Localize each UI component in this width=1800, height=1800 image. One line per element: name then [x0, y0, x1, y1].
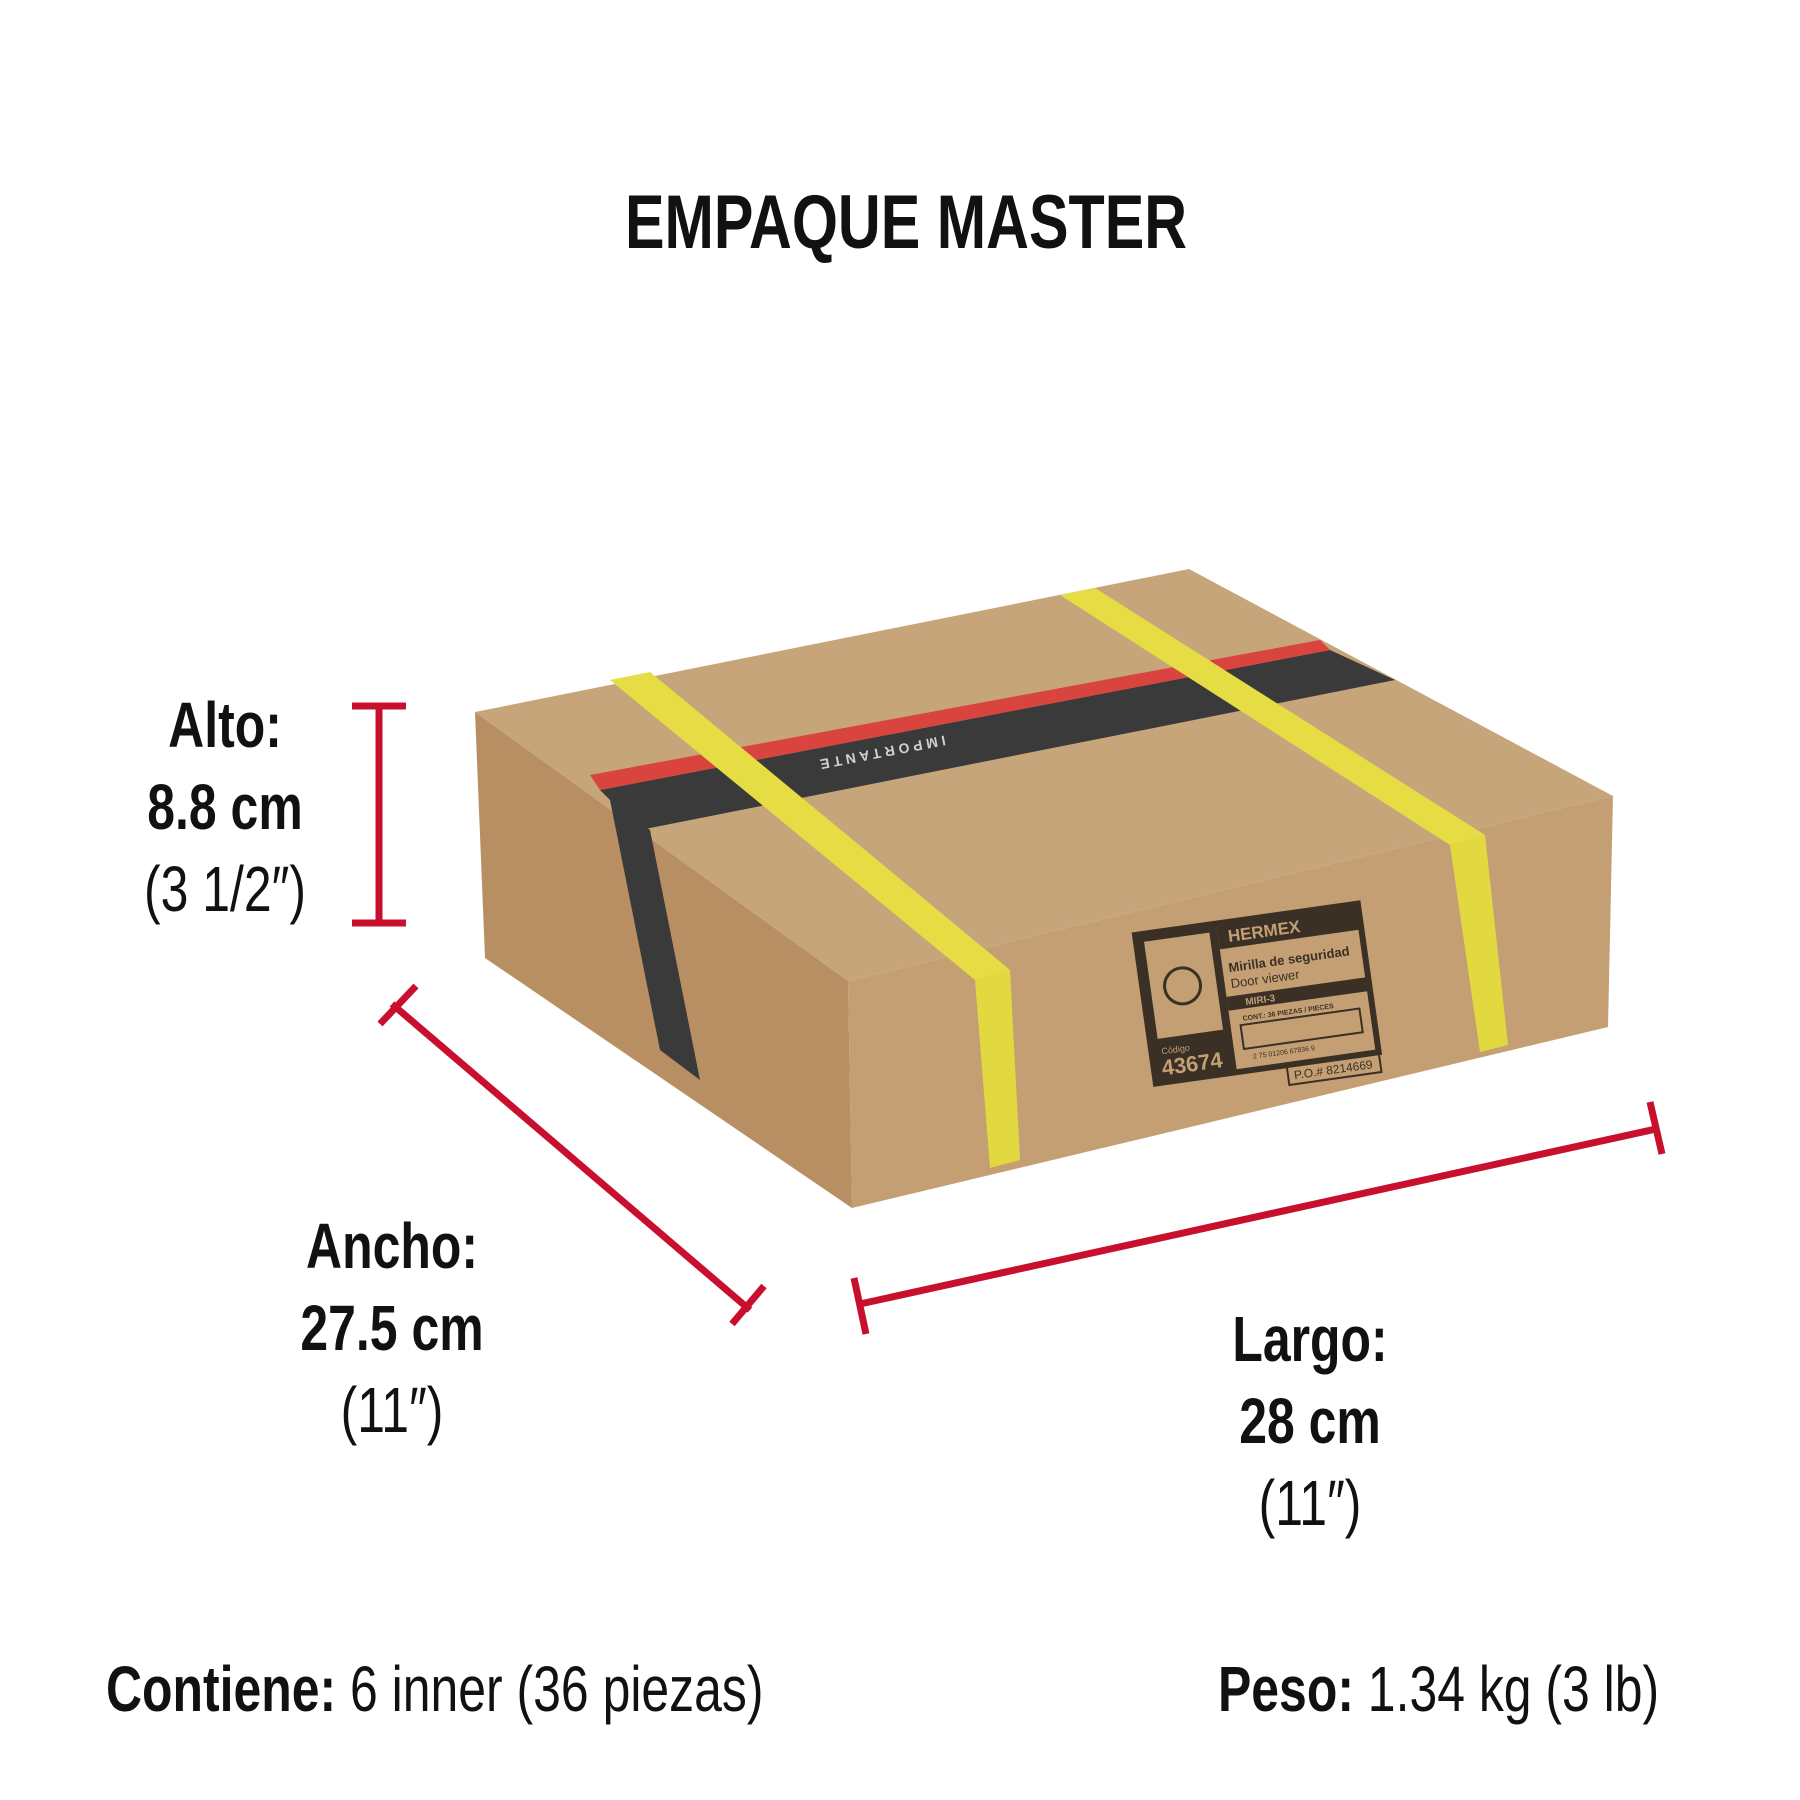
- width-label: Ancho:: [306, 1210, 478, 1282]
- contents-info: Contiene: 6 inner (36 piezas): [106, 1652, 763, 1726]
- contents-label: Contiene:: [106, 1653, 337, 1725]
- width-line: [389, 1001, 753, 1313]
- width-metric: 27.5 cm: [300, 1292, 484, 1364]
- door-viewer-icon: [1163, 966, 1203, 1006]
- packing-tape-side: [610, 800, 700, 1080]
- length-metric: 28 cm: [1239, 1385, 1381, 1457]
- weight-value: 1.34 kg (3 lb): [1367, 1653, 1660, 1725]
- length-dimension: Largo: 28 cm (11″): [1232, 1307, 1387, 1553]
- width-imperial: (11″): [340, 1374, 444, 1446]
- contents-value: 6 inner (36 piezas): [350, 1653, 764, 1725]
- code-label: Código: [1161, 1043, 1191, 1057]
- strap: [610, 672, 1010, 980]
- barcode: [1239, 1007, 1364, 1051]
- length-line: [859, 1125, 1657, 1308]
- width-dimension: Ancho: 27.5 cm (11″): [300, 1214, 483, 1460]
- product-label: HERMEX Mirilla de seguridad Door viewer …: [1131, 900, 1383, 1087]
- height-imperial: (3 1/2″): [144, 853, 306, 925]
- packing-tape: [600, 650, 1395, 830]
- weight-label: Peso:: [1218, 1653, 1354, 1725]
- packing-tape-red: [590, 640, 1330, 790]
- page-title: EMPAQUE MASTER: [624, 180, 1188, 265]
- weight-info: Peso: 1.34 kg (3 lb): [1218, 1652, 1659, 1726]
- length-imperial: (11″): [1258, 1467, 1362, 1539]
- length-label: Largo:: [1232, 1303, 1388, 1375]
- strap: [975, 970, 1020, 1168]
- dimension-lines: [352, 702, 1666, 1335]
- strap: [1060, 588, 1485, 845]
- strap: [1450, 835, 1508, 1052]
- model-text: MIRI-3: [1245, 993, 1277, 1008]
- height-dimension: Alto: 8.8 cm (3 1/2″): [144, 693, 306, 939]
- height-metric: 8.8 cm: [147, 771, 303, 843]
- height-label: Alto:: [168, 689, 282, 761]
